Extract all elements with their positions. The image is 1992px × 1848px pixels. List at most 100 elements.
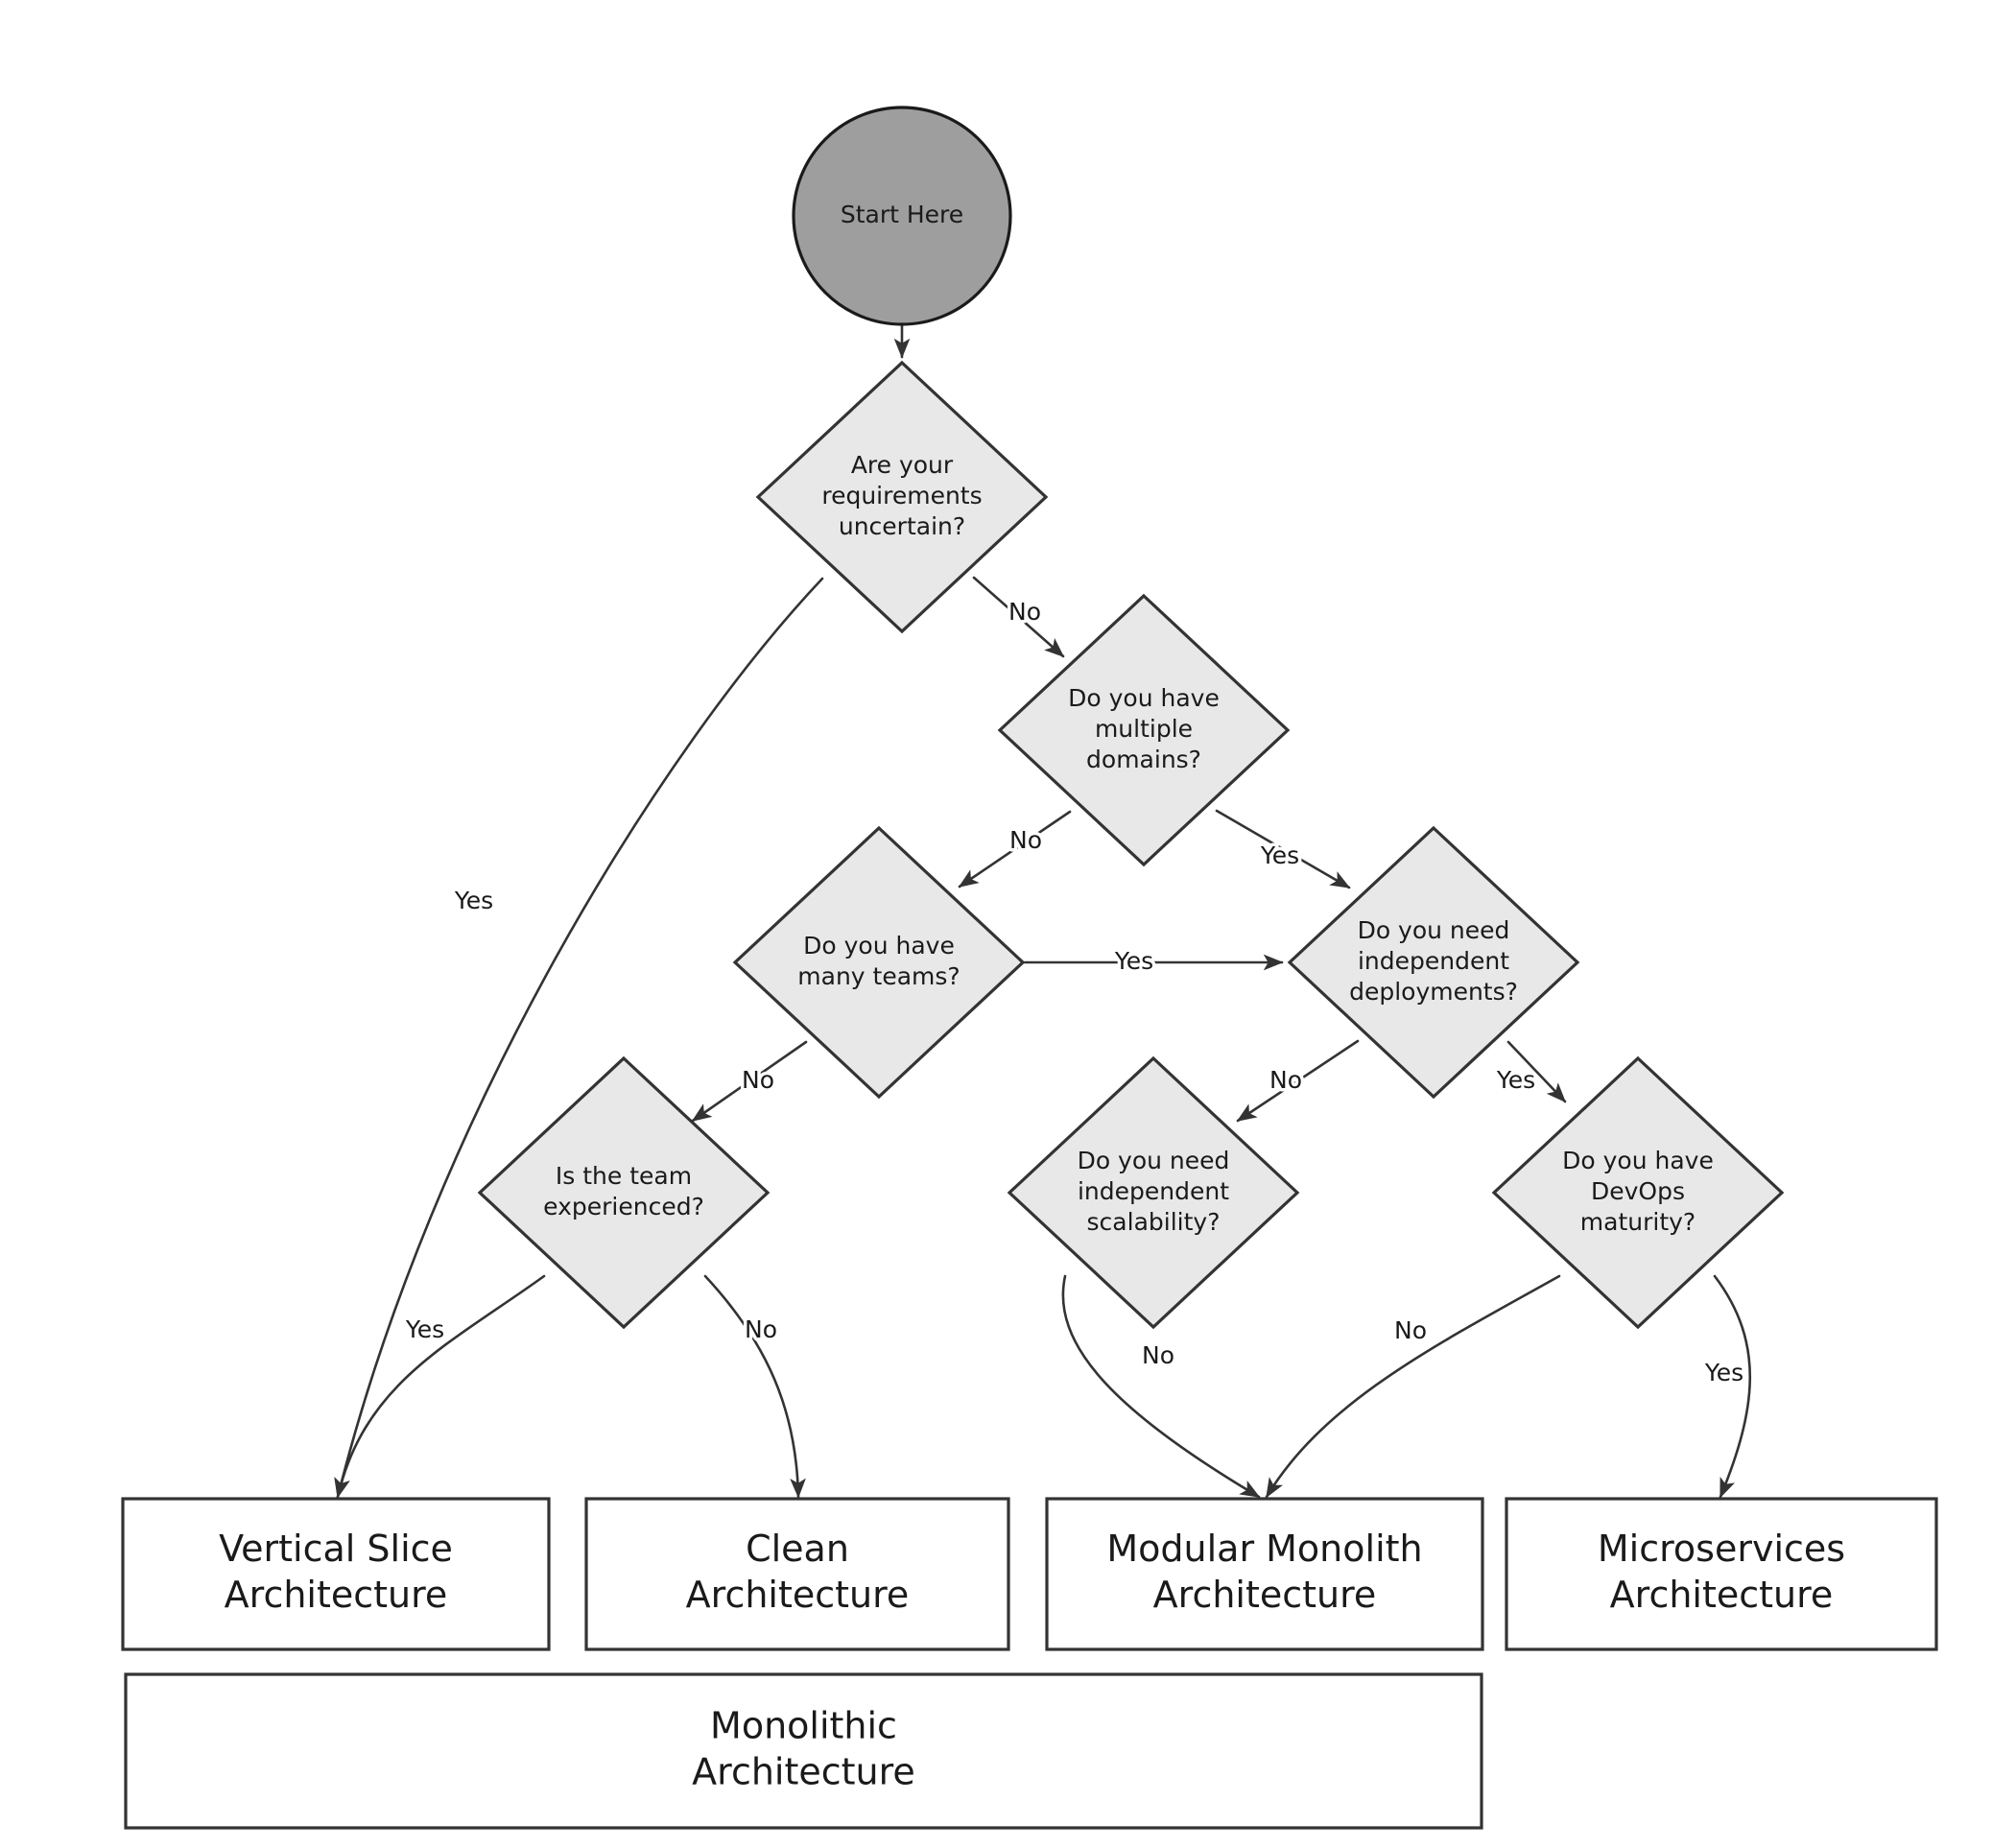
node-label-line: DevOps [1591, 1177, 1685, 1205]
edge-label-halo: No [1394, 1316, 1427, 1344]
node-label-line: Architecture [1610, 1574, 1834, 1616]
result-rect [1045, 1497, 1484, 1651]
node-label-line: Architecture [686, 1574, 910, 1616]
node-label-line: independent [1078, 1177, 1229, 1205]
edge-label-halo: No [1269, 1066, 1302, 1094]
edge-label-text: No [1394, 1316, 1427, 1344]
edge-label-text: Yes [1114, 947, 1153, 975]
node-label-line: independent [1358, 947, 1509, 975]
node-label-line: Do you need [1358, 916, 1510, 944]
node-label-line: Start Here [841, 201, 963, 228]
node-label-line: scalability? [1087, 1208, 1221, 1236]
flow-edge [1061, 1274, 1261, 1499]
start-ellipse [792, 106, 1012, 326]
node-label-line: Are your [851, 451, 954, 479]
flow-edge [1713, 1274, 1752, 1499]
node-label-line: uncertain? [839, 512, 965, 540]
edge-label-halo: Yes [405, 1315, 444, 1343]
edge-label-halo: No [742, 1066, 774, 1094]
edge-label-text: No [745, 1315, 777, 1343]
decision-diamond [1491, 1055, 1785, 1330]
result-rect [124, 1672, 1483, 1830]
flow-edge [691, 1040, 808, 1123]
node-label-line: domains? [1086, 746, 1201, 773]
node-label-line: Do you have [803, 932, 955, 960]
flow-edge [334, 1274, 546, 1499]
flow-node-d1[interactable]: Are your requirements uncertain? [755, 360, 1049, 634]
flow-edge [703, 1274, 806, 1499]
edges-layer [334, 322, 1752, 1499]
decision-diamond [997, 593, 1291, 867]
edge-label-text: Yes [454, 887, 493, 914]
flow-edge [1265, 1274, 1561, 1499]
edge-label-halo: No [1008, 598, 1041, 626]
node-label-line: maturity? [1580, 1208, 1696, 1236]
result-rect [1505, 1497, 1938, 1651]
edge-label-text: No [1269, 1066, 1302, 1094]
edge-label-text: Yes [1496, 1066, 1535, 1094]
flow-edge [334, 577, 824, 1499]
node-label-line: requirements [821, 482, 982, 509]
decision-diamond [755, 360, 1049, 634]
node-label-line: Microservices [1598, 1528, 1845, 1570]
flow-edge [1506, 1040, 1567, 1103]
node-label-line: Architecture [692, 1751, 915, 1793]
edge-label-text: Yes [1260, 841, 1299, 869]
edge-label-halo: Yes [454, 887, 493, 914]
node-label-line: Vertical Slice [219, 1528, 453, 1570]
node-label-line: Do you need [1078, 1147, 1230, 1174]
edge-label-halo: No [745, 1315, 777, 1343]
node-label-line: Monolithic [710, 1705, 897, 1747]
node-label-line: multiple [1095, 715, 1193, 743]
flow-node-start[interactable]: Start Here [792, 106, 1012, 326]
edge-label-text: No [1009, 826, 1042, 854]
edge-label-text: Yes [1704, 1359, 1743, 1386]
flow-edge [1236, 1039, 1360, 1123]
decision-diamond [477, 1055, 771, 1330]
flow-edge [1215, 809, 1351, 889]
edge-label-text: No [1008, 598, 1041, 626]
edge-label-halo: No [1142, 1341, 1174, 1369]
flow-edge [958, 810, 1072, 888]
node-label-line: deployments? [1349, 978, 1518, 1006]
node-label-line: Do you have [1562, 1147, 1714, 1174]
node-label-line: Clean [746, 1528, 849, 1570]
node-label-line: Modular Monolith [1106, 1528, 1422, 1570]
flow-node-d4[interactable]: Do you need independent deployments? [1287, 825, 1580, 1100]
flow-node-d5[interactable]: Is the team experienced? [477, 1055, 771, 1330]
flow-node-d6[interactable]: Do you need independent scalability? [1007, 1055, 1300, 1330]
edge-label-halo: Yes [1260, 841, 1299, 869]
node-label-line: experienced? [543, 1193, 704, 1220]
node-label-line: Is the team [556, 1162, 692, 1190]
result-rect [121, 1497, 551, 1651]
edge-label-text: Yes [405, 1315, 444, 1343]
result-rect [584, 1497, 1010, 1651]
decision-diamond [732, 825, 1026, 1100]
node-label-line: Architecture [225, 1574, 448, 1616]
edge-label-halo: No [1009, 826, 1042, 854]
